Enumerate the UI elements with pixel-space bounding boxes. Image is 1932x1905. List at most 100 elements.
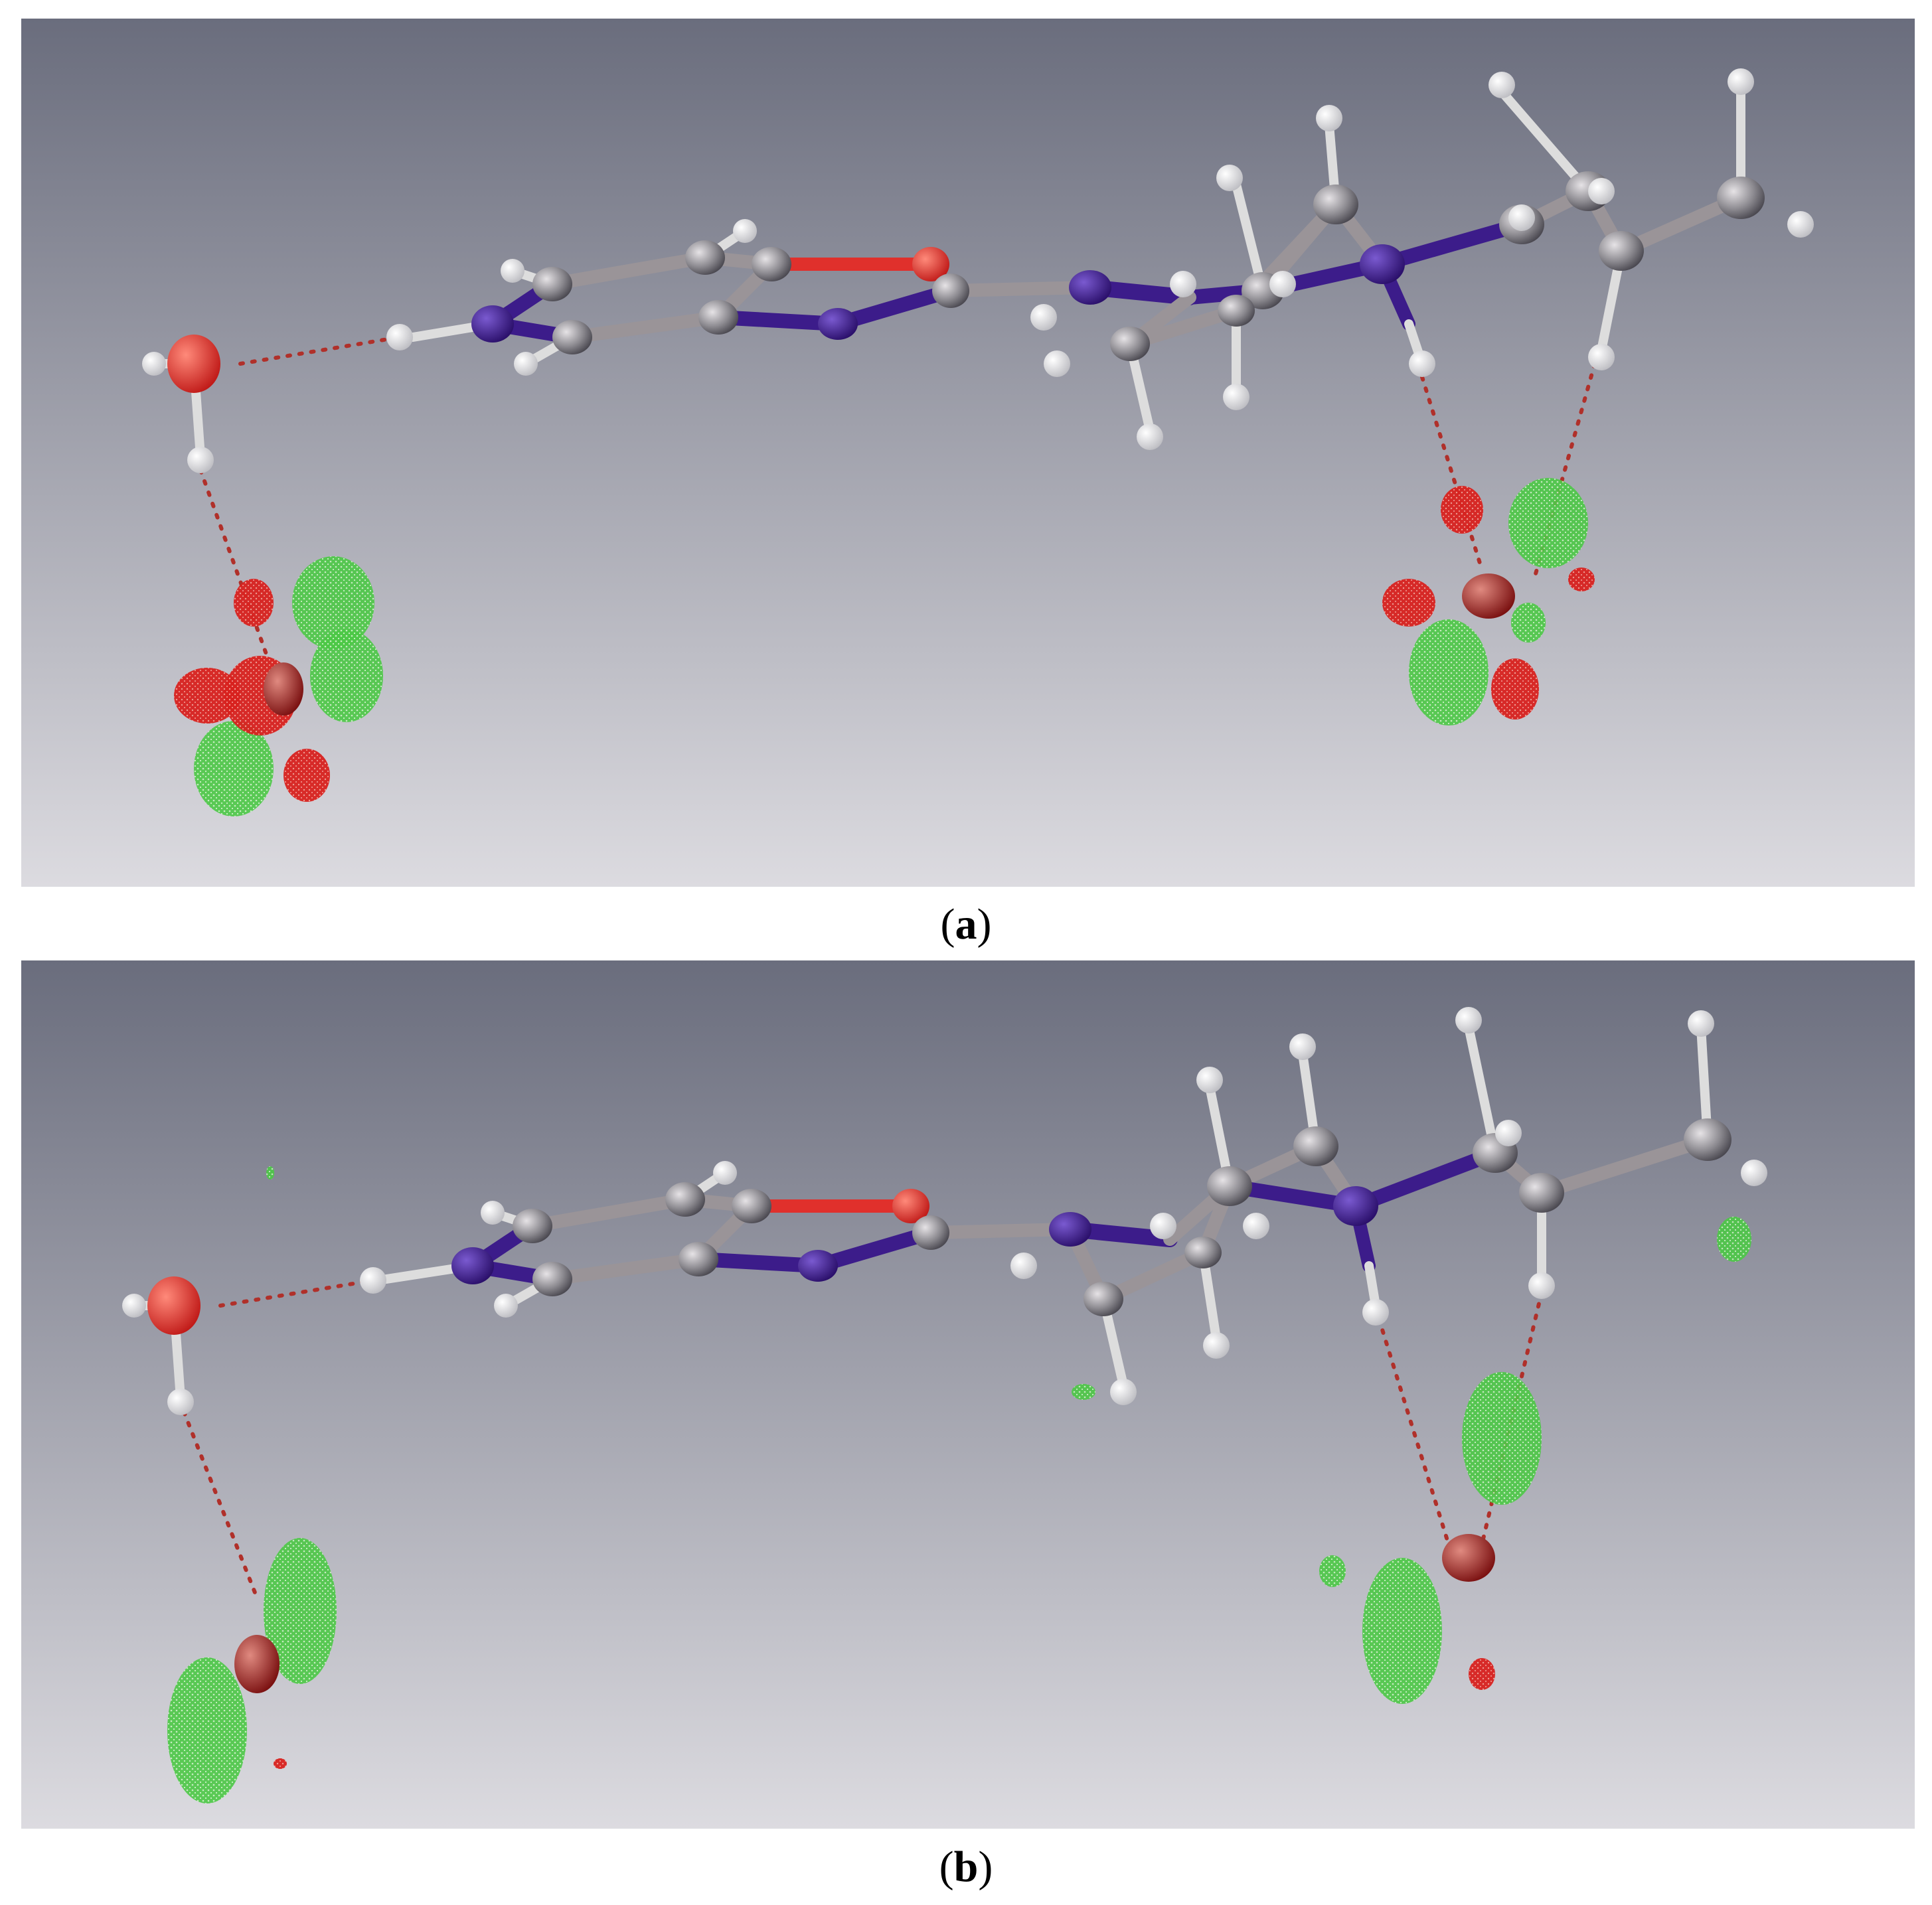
- negative-density: [1441, 486, 1483, 534]
- h-atom: [1243, 1213, 1269, 1239]
- c-atom: [1313, 185, 1358, 224]
- c-atom: [1717, 177, 1765, 219]
- c-atom: [1184, 1237, 1222, 1268]
- negative-density: [174, 668, 240, 724]
- positive-density: [264, 1538, 337, 1684]
- h-atom: [1150, 1213, 1176, 1239]
- h-atom: [733, 219, 757, 243]
- h-atom: [122, 1294, 146, 1318]
- c-atom: [1110, 327, 1150, 361]
- h-atom: [1688, 1010, 1714, 1037]
- residual-density-right: [1072, 1217, 1751, 1704]
- c-atom: [685, 240, 725, 275]
- caption-a: (a): [940, 900, 992, 949]
- positive-density: [1409, 619, 1489, 725]
- n-atom: [798, 1250, 838, 1282]
- n-atom: [1333, 1186, 1378, 1226]
- water-oxygen: [167, 335, 220, 393]
- negative-density: [234, 579, 274, 627]
- n-atom: [1360, 244, 1405, 284]
- o-atom: [912, 247, 949, 281]
- atoms: [122, 1007, 1767, 1415]
- c-atom: [1599, 231, 1644, 271]
- positive-density: [167, 1657, 247, 1803]
- positive-density: [1319, 1555, 1346, 1587]
- h-atom: [1203, 1332, 1230, 1359]
- c-atom: [513, 1209, 552, 1243]
- h-atom: [1741, 1160, 1767, 1186]
- positive-density: [194, 721, 274, 816]
- h-atom: [167, 1389, 194, 1415]
- positive-density: [310, 629, 383, 722]
- h-atom: [1528, 1272, 1555, 1299]
- h-atom: [1495, 1120, 1522, 1146]
- h-atom: [1223, 384, 1249, 410]
- n-atom: [471, 305, 514, 343]
- h-atom: [142, 352, 166, 376]
- h-atom: [1044, 350, 1070, 377]
- n-atom: [1069, 270, 1111, 305]
- h-atom: [187, 447, 214, 473]
- panel-a: [21, 19, 1915, 887]
- h-atom: [1010, 1253, 1037, 1279]
- positive-density: [1511, 603, 1546, 643]
- h-atom: [1137, 423, 1163, 450]
- positive-density: [1717, 1217, 1751, 1262]
- negative-density: [283, 749, 330, 802]
- c-atom: [1519, 1173, 1564, 1213]
- negative-density: [1491, 658, 1539, 720]
- water-oxygen-disordered: [264, 662, 303, 716]
- h-atom: [1316, 105, 1342, 131]
- negative-density: [1568, 568, 1595, 591]
- panel-b: [21, 960, 1915, 1829]
- c-atom: [1218, 295, 1255, 327]
- negative-density: [274, 1758, 287, 1769]
- h-atom: [514, 352, 538, 376]
- h-atom: [1728, 68, 1754, 95]
- positive-density: [1362, 1558, 1442, 1704]
- water-oxygen-disordered: [234, 1635, 280, 1693]
- c-atom: [552, 320, 592, 354]
- structure-view-a: [21, 19, 1915, 887]
- negative-density: [1469, 1658, 1495, 1690]
- c-atom: [532, 1262, 572, 1296]
- c-atom: [665, 1182, 705, 1217]
- caption-b-letter: b: [953, 1843, 979, 1891]
- c-atom: [732, 1189, 771, 1223]
- c-atom: [1084, 1282, 1123, 1316]
- n-atom: [818, 308, 858, 340]
- h-atom: [1110, 1379, 1137, 1405]
- h-atom: [1588, 178, 1615, 204]
- h-atom: [1289, 1033, 1316, 1060]
- c-atom: [1684, 1118, 1731, 1161]
- h-atom: [1409, 350, 1435, 377]
- positive-density: [292, 556, 374, 649]
- background: [21, 960, 1915, 1829]
- h-atom: [713, 1161, 737, 1185]
- residual-density-left: [167, 1166, 337, 1803]
- c-atom: [698, 300, 738, 335]
- h-atom: [1489, 72, 1515, 98]
- h-atom: [481, 1201, 505, 1225]
- n-atom: [1049, 1212, 1091, 1247]
- hydrogen-bonds: [199, 335, 1597, 658]
- negative-density: [1382, 579, 1435, 627]
- c-atom: [752, 247, 791, 281]
- h-atom: [1170, 271, 1196, 297]
- n-atom: [451, 1247, 494, 1284]
- background: [21, 19, 1915, 887]
- positive-density: [1462, 1372, 1542, 1505]
- h-atom: [1216, 165, 1243, 191]
- c-atom: [679, 1242, 718, 1276]
- h-atom: [360, 1267, 386, 1294]
- c-atom: [532, 267, 572, 301]
- caption-a-letter: a: [955, 900, 977, 949]
- positive-density: [1072, 1384, 1095, 1400]
- water-oxygen-disordered: [1462, 573, 1515, 619]
- caption-b: (b): [939, 1843, 993, 1891]
- h-atom: [386, 324, 413, 350]
- positive-density: [266, 1166, 274, 1180]
- h-atom: [1787, 211, 1814, 238]
- h-atom: [494, 1294, 518, 1318]
- h-atom: [1196, 1067, 1223, 1093]
